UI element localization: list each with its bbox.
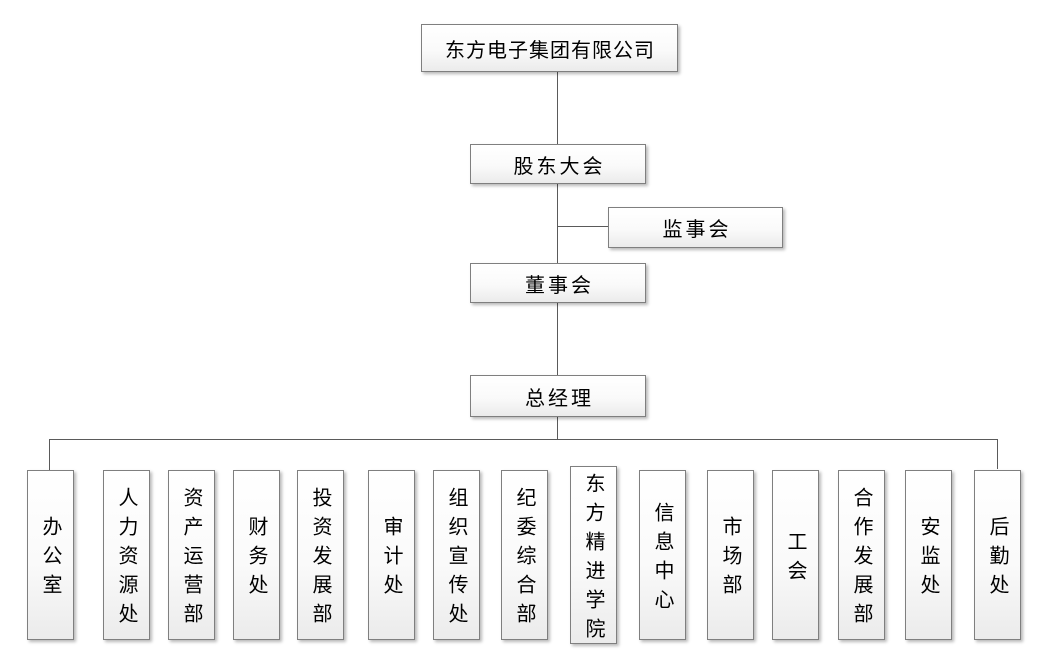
connector-drop-right: [997, 439, 998, 469]
dept-labor-union: 工会: [772, 470, 819, 640]
dept-audit: 审计处: [368, 470, 415, 640]
node-shareholders-meeting-label: 股东大会: [513, 155, 606, 178]
connector-drop-left: [49, 439, 50, 470]
dept-finance: 财务处: [233, 470, 280, 640]
dept-cooperation-development: 合作发展部: [838, 470, 885, 640]
dept-audit-label: 审计处: [380, 516, 402, 603]
dept-marketing: 市场部: [707, 470, 754, 640]
node-general-manager-label: 总经理: [525, 387, 594, 410]
dept-logistics-label: 后勤处: [986, 516, 1008, 603]
dept-discipline-committee-label: 纪委综合部: [513, 487, 535, 632]
dept-dongfang-jingjin-academy: 东方精进学院: [570, 466, 617, 647]
dept-information-center-label: 信息中心: [651, 501, 673, 618]
connector-company-shareholders: [557, 71, 558, 144]
dept-human-resources-label: 人力资源处: [115, 487, 137, 632]
node-company: 东方电子集团有限公司: [421, 24, 678, 72]
dept-labor-union-label: 工会: [784, 530, 806, 589]
connector-gm-trunk: [557, 417, 558, 439]
node-general-manager: 总经理: [470, 375, 646, 417]
connector-branch-supervisory: [557, 226, 608, 227]
dept-investment-development: 投资发展部: [297, 470, 344, 640]
dept-information-center: 信息中心: [639, 470, 686, 640]
node-board-of-directors: 董事会: [470, 263, 646, 303]
node-company-label: 东方电子集团有限公司: [445, 39, 655, 62]
dept-safety-supervision-label: 安监处: [917, 516, 939, 603]
connector-board-gm: [557, 303, 558, 375]
dept-office-label: 办公室: [39, 516, 61, 603]
dept-asset-operations: 资产运营部: [168, 470, 215, 640]
dept-marketing-label: 市场部: [719, 516, 741, 603]
connector-trunk-horizontal: [49, 439, 998, 440]
node-board-of-directors-label: 董事会: [525, 274, 594, 297]
connector-shareholders-board: [557, 183, 558, 263]
dept-investment-development-label: 投资发展部: [309, 487, 331, 632]
dept-cooperation-development-label: 合作发展部: [850, 487, 872, 632]
dept-finance-label: 财务处: [245, 516, 267, 603]
dept-human-resources: 人力资源处: [103, 470, 150, 640]
dept-asset-operations-label: 资产运营部: [180, 487, 202, 632]
dept-logistics: 后勤处: [974, 470, 1021, 640]
dept-office: 办公室: [27, 470, 74, 640]
dept-dongfang-jingjin-academy-label: 东方精进学院: [582, 472, 604, 647]
dept-discipline-committee: 纪委综合部: [501, 470, 548, 640]
dept-organization-publicity-label: 组织宣传处: [445, 487, 467, 632]
dept-organization-publicity: 组织宣传处: [433, 470, 480, 640]
node-supervisory-board-label: 监事会: [662, 219, 732, 241]
dept-safety-supervision: 安监处: [905, 470, 952, 640]
node-supervisory-board: 监事会: [608, 207, 783, 248]
node-shareholders-meeting: 股东大会: [470, 144, 646, 184]
